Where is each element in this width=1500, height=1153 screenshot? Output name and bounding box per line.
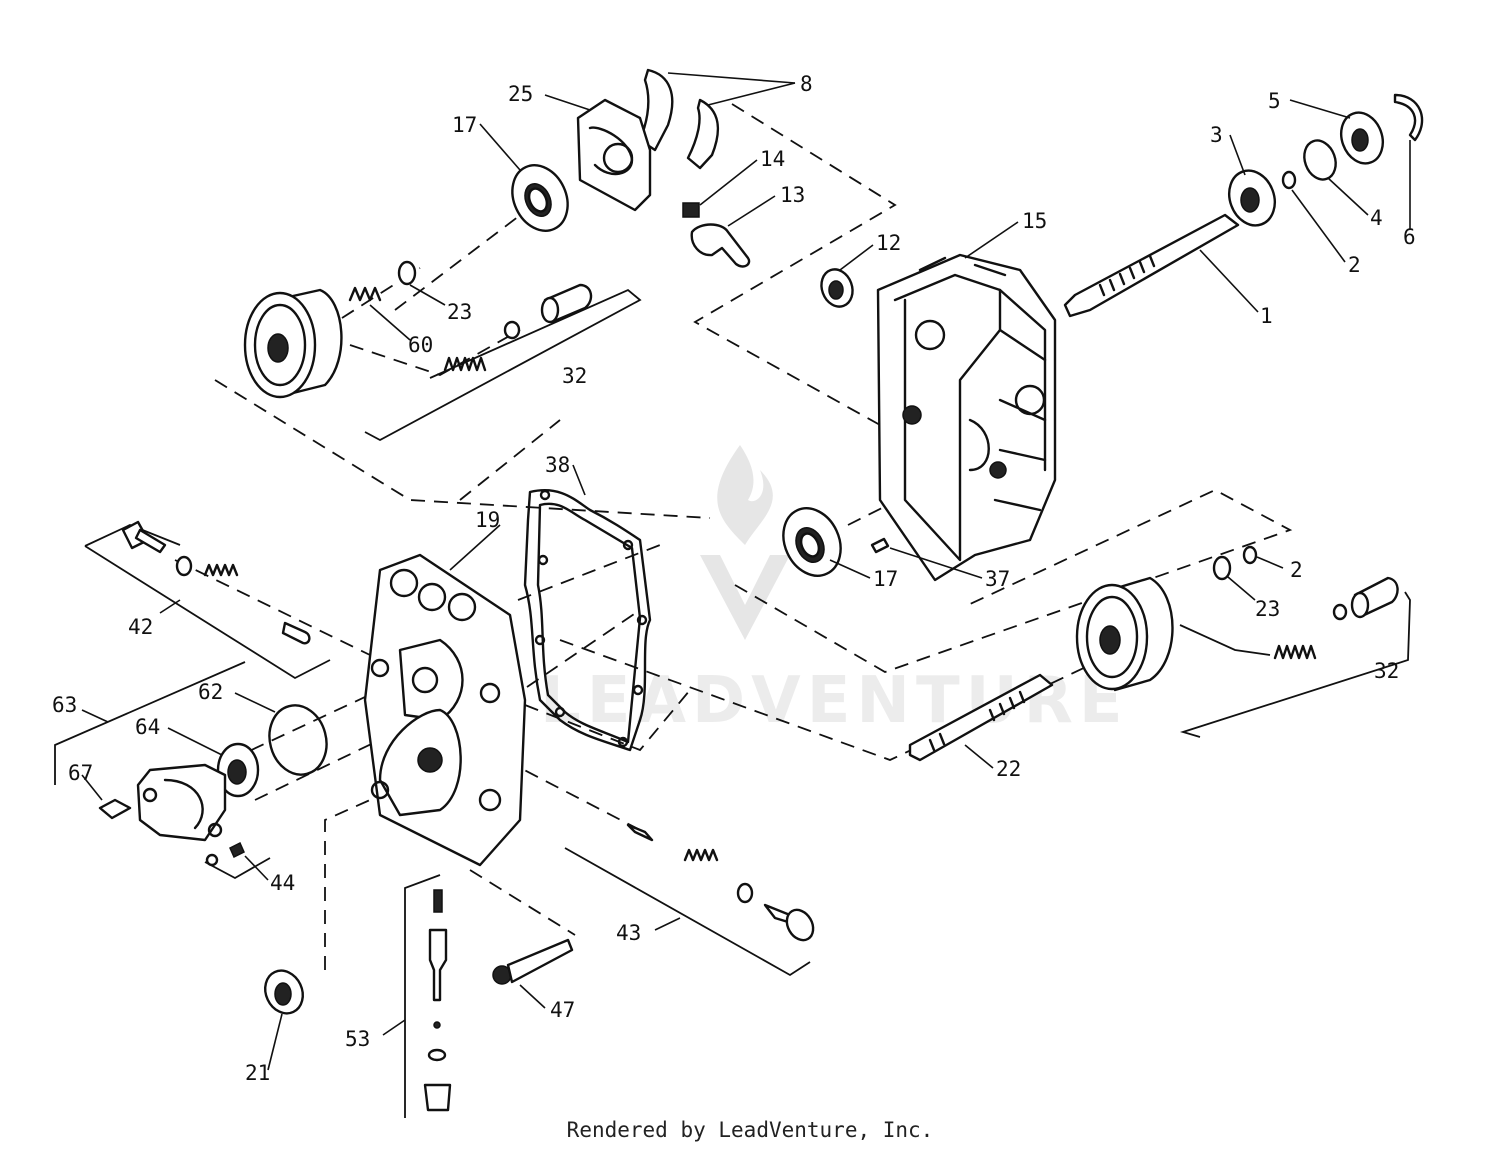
callout-5: 5: [1268, 89, 1281, 113]
callout-13: 13: [780, 183, 805, 207]
callout-53: 53: [345, 1027, 370, 1051]
callout-32-top: 32: [562, 364, 587, 388]
seal-12-icon: [820, 268, 854, 308]
footer-credit: Rendered by LeadVenture, Inc.: [566, 1118, 934, 1142]
retaining-ring-23-middle-icon: [1212, 555, 1232, 581]
gasket-38-icon: [523, 489, 652, 752]
callout-22: 22: [996, 757, 1021, 781]
gerotor-64-icon: [216, 742, 260, 798]
callout-2-top: 2: [1348, 253, 1361, 277]
callout-17-top: 17: [452, 113, 477, 137]
callout-63: 63: [52, 693, 77, 717]
callout-67: 67: [68, 761, 93, 785]
o-ring-2-middle-icon: [1242, 545, 1258, 565]
relief-valve-43-icon: [626, 823, 815, 942]
callout-37: 37: [985, 567, 1010, 591]
bearing-17-top-icon: [511, 164, 569, 232]
callout-3: 3: [1210, 123, 1223, 147]
thrust-plate-icon: [638, 68, 719, 170]
callout-38: 38: [545, 453, 570, 477]
cylinder-block-top-icon: [243, 288, 343, 399]
callout-23-top: 23: [447, 300, 472, 324]
washer-4-icon: [1303, 139, 1337, 181]
spring-60-icon: [348, 286, 382, 302]
pin-37-icon: [870, 537, 890, 554]
callout-12: 12: [876, 231, 901, 255]
callout-6: 6: [1403, 225, 1416, 249]
callout-60: 60: [408, 333, 433, 357]
spring-44-icon: [205, 841, 245, 867]
callout-62: 62: [198, 680, 223, 704]
o-ring-62-icon: [268, 704, 328, 776]
callout-4: 4: [1370, 206, 1383, 230]
callout-21: 21: [245, 1061, 270, 1085]
callout-14: 14: [760, 147, 785, 171]
center-section-19-icon: [363, 553, 527, 867]
callout-leader-lines: [81, 72, 1411, 1071]
callout-43: 43: [616, 921, 641, 945]
callout-47: 47: [550, 998, 575, 1022]
callout-15: 15: [1022, 209, 1047, 233]
o-ring-2-top-icon: [1281, 170, 1297, 190]
callout-44: 44: [270, 871, 295, 895]
watermark-logo-icon: [700, 445, 790, 640]
bolt-47-icon: [492, 938, 574, 985]
bearing-3-icon: [1228, 169, 1276, 227]
check-valve-32-top-icon: [443, 283, 593, 372]
housing-15-icon: [876, 253, 1057, 582]
callout-17-middle: 17: [873, 567, 898, 591]
callout-32-right: 32: [1374, 659, 1399, 683]
bearing-17-middle-icon: [782, 507, 842, 577]
motor-shaft-22-icon: [908, 673, 1054, 762]
retaining-ring-23-top-icon: [397, 260, 417, 286]
snap-ring-6-icon: [1393, 93, 1424, 142]
callout-23-middle: 23: [1255, 597, 1280, 621]
callout-42: 42: [128, 615, 153, 639]
trunnion-arm-icon: [690, 223, 751, 268]
callout-1: 1: [1260, 304, 1273, 328]
callout-25: 25: [508, 82, 533, 106]
callout-19: 19: [475, 508, 500, 532]
callout-2-middle: 2: [1290, 558, 1303, 582]
bearing-5-icon: [1340, 111, 1384, 165]
callout-64: 64: [135, 715, 160, 739]
slider-block-icon: [682, 202, 700, 218]
seal-21-icon: [264, 969, 304, 1015]
input-shaft-1-icon: [1063, 213, 1240, 318]
screw-67-icon: [98, 798, 132, 820]
callout-8: 8: [800, 72, 813, 96]
swashplate-icon: [576, 98, 652, 212]
cylinder-block-right-icon: [1075, 576, 1174, 692]
check-valve-32-right-icon: [1273, 576, 1399, 660]
callout-labels: 8 25 17 14 13 5 3 4 6 2 1 15 12 23 60 32…: [52, 72, 1416, 1085]
bypass-valve-53-icon: [423, 889, 452, 1112]
relief-valve-42-icon: [121, 520, 311, 645]
charge-pump-cover-63-icon: [136, 763, 227, 842]
